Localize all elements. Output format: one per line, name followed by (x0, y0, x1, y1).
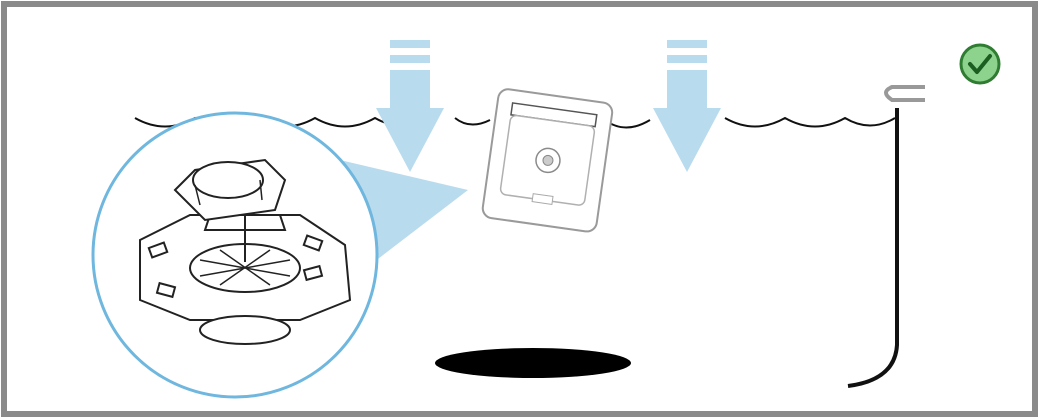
check-circle-icon (959, 43, 1001, 85)
filter-valve-icon (139, 158, 352, 345)
pool-robot-icon (481, 88, 614, 233)
down-arrow-icon (653, 40, 721, 172)
down-arrow-icon (376, 40, 444, 172)
robot-shadow (435, 348, 631, 378)
pool-ladder-icon (847, 85, 925, 388)
